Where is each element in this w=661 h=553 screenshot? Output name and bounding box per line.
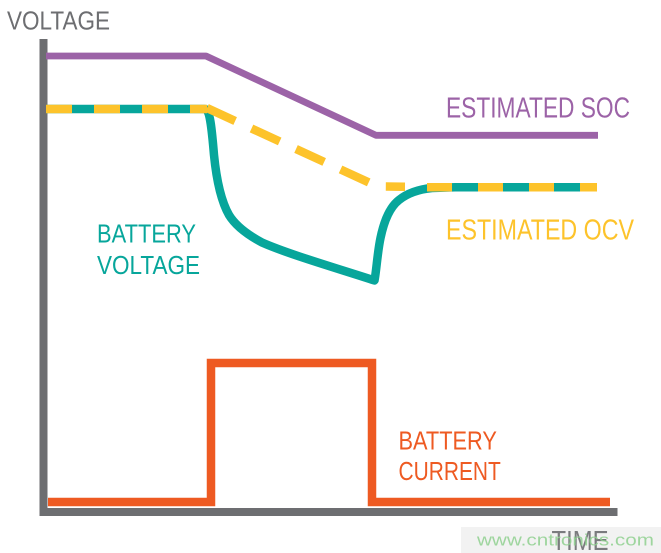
svg-text:VOLTAGE: VOLTAGE <box>97 250 200 280</box>
svg-text:www.cntronics.com: www.cntronics.com <box>476 532 654 550</box>
svg-text:BATTERY: BATTERY <box>97 218 196 248</box>
svg-text:BATTERY: BATTERY <box>399 426 497 456</box>
svg-text:VOLTAGE: VOLTAGE <box>7 8 110 36</box>
svg-text:ESTIMATED SOC: ESTIMATED SOC <box>446 93 630 125</box>
svg-text:ESTIMATED OCV: ESTIMATED OCV <box>446 215 635 247</box>
svg-text:CURRENT: CURRENT <box>399 456 501 486</box>
svg-text:TIME: TIME <box>552 525 609 553</box>
